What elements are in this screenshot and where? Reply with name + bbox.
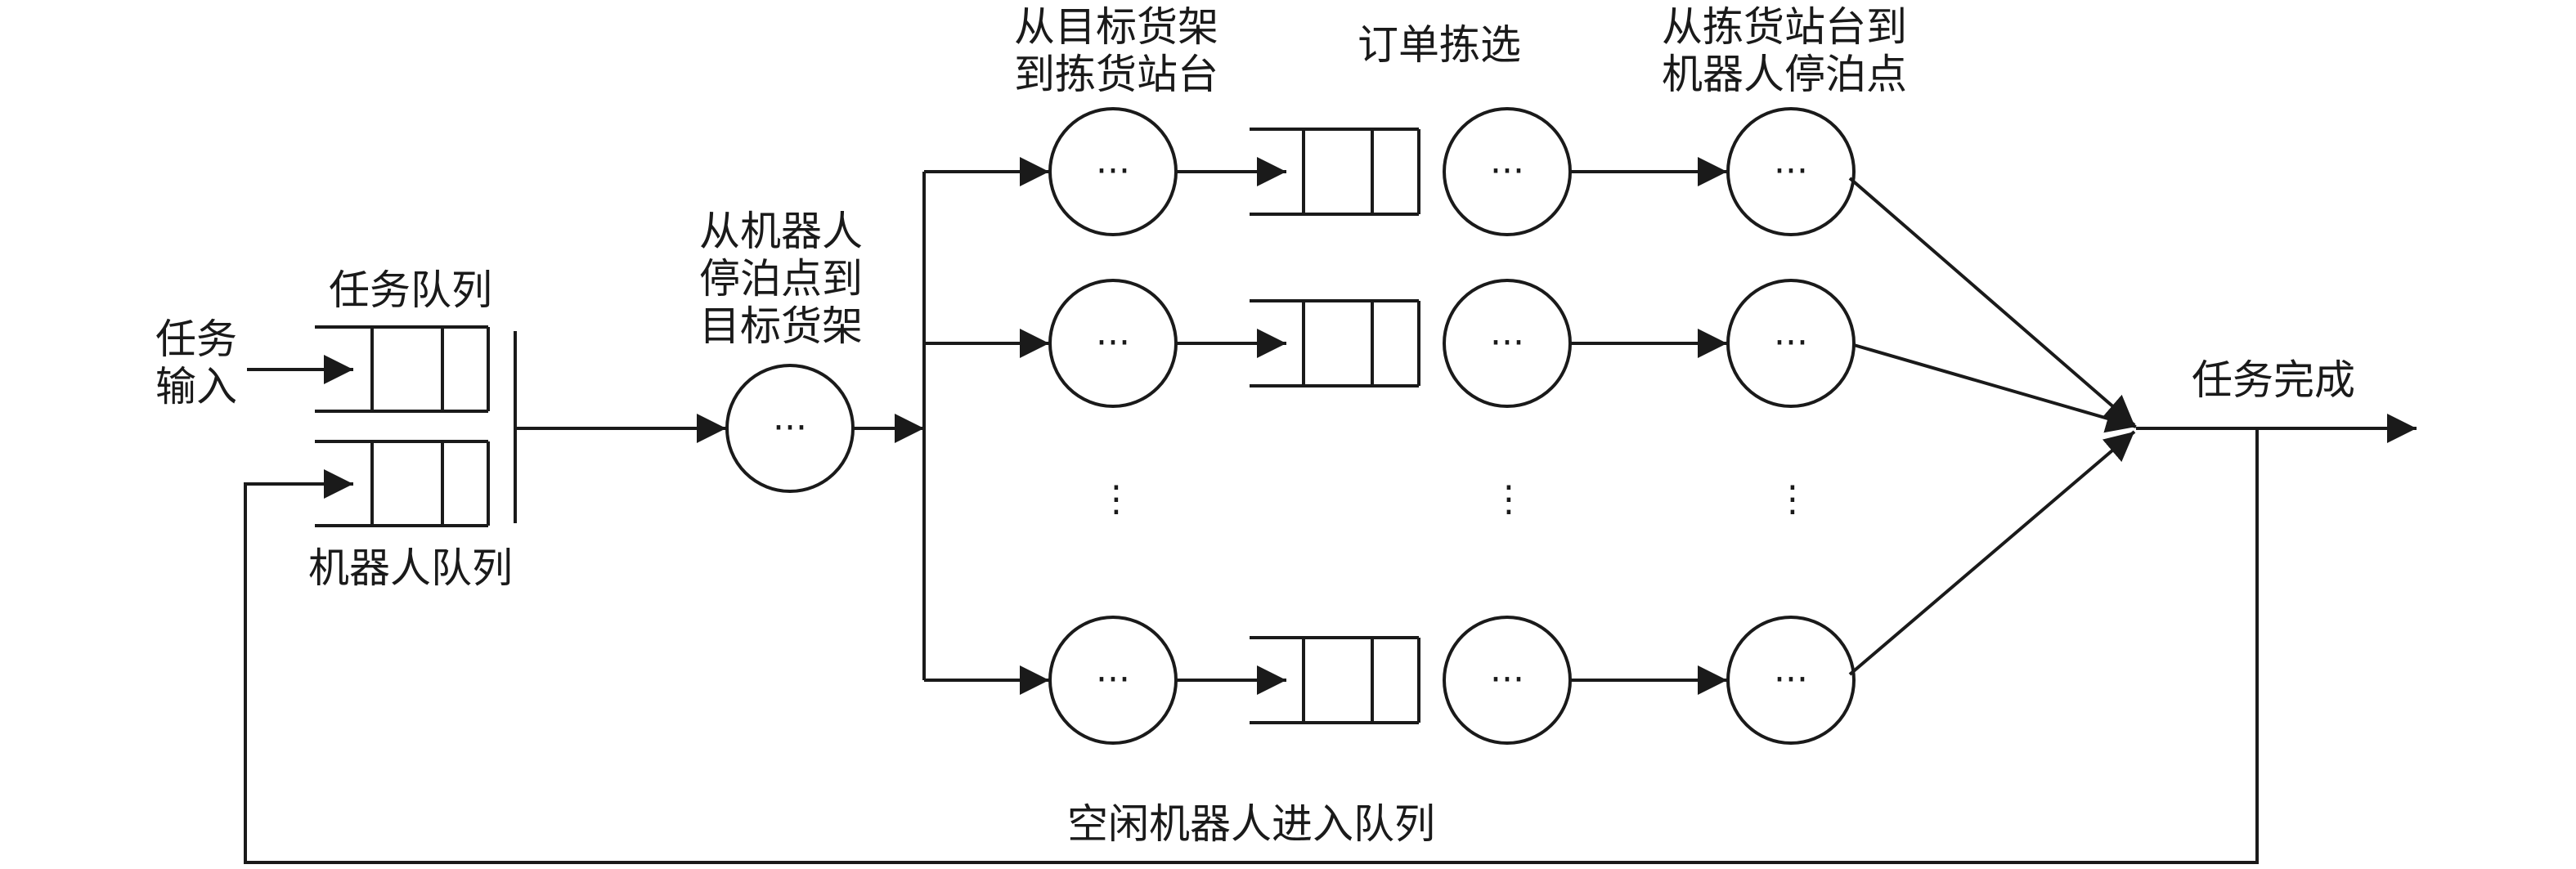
stage4-label-line1: 从拣货站台到 [1662,3,1907,51]
task-queue [315,325,490,413]
row2: ··· ··· ··· [1048,279,2137,433]
vertical-ellipsis-stage4: ⋮ [1775,478,1811,520]
row1-stage4-server [1726,107,1856,236]
row1-picking-queue [1250,128,1420,216]
row1-stage4-ellipsis: ··· [1774,150,1808,192]
row2-to-done-arrow [1853,343,2137,433]
stage2-label-line2: 到拣货站台 [1014,51,1218,98]
stage3-label: 订单拣选 [1358,21,1521,69]
robot-queue-label: 机器人队列 [308,544,513,592]
row2-picking-queue [1250,299,1420,387]
row3-stage2-ellipsis: ··· [1096,659,1130,701]
task-input-label-line1: 任务 [155,316,237,363]
row2-stage2-ellipsis: ··· [1096,322,1130,364]
idle-robot-feedback-loop [244,428,2259,864]
row1: ··· ··· ··· [1048,107,2136,427]
robot-queue [315,440,490,527]
row3-picking-ellipsis: ··· [1490,659,1524,701]
idle-robot-return-label: 空闲机器人进入队列 [1067,800,1435,848]
row3: ··· ··· ··· [1048,430,2136,745]
task-done-label: 任务完成 [2192,356,2355,404]
row3-stage4-server [1726,616,1856,745]
row1-picking-ellipsis: ··· [1490,150,1524,192]
stage2-label-line1: 从目标货架 [1014,3,1218,51]
row1-stage2-ellipsis: ··· [1096,150,1130,192]
row3-to-done-arrow [1848,430,2136,676]
task-input-label-line2: 输入 [155,363,237,410]
stage1-label-line1: 从机器人 [699,208,863,255]
row2-picking-ellipsis: ··· [1490,322,1524,364]
stage1-label-line3: 目标货架 [699,302,863,350]
stage4-label-line2: 机器人停泊点 [1662,51,1907,98]
row3-stage4-ellipsis: ··· [1774,659,1808,701]
task-queue-label: 任务队列 [329,267,492,314]
stage1-server-ellipsis: ··· [773,407,807,449]
row3-picking-queue [1250,636,1420,724]
vertical-ellipsis-stage2: ⋮ [1098,478,1134,520]
stage1-label-line2: 停泊点到 [699,255,863,302]
vertical-ellipsis-picking: ⋮ [1491,478,1527,520]
stage1-server: ··· [725,364,855,493]
row2-stage4-server [1726,279,1856,408]
row2-stage4-ellipsis: ··· [1774,322,1808,364]
row1-to-done-arrow [1848,177,2136,427]
